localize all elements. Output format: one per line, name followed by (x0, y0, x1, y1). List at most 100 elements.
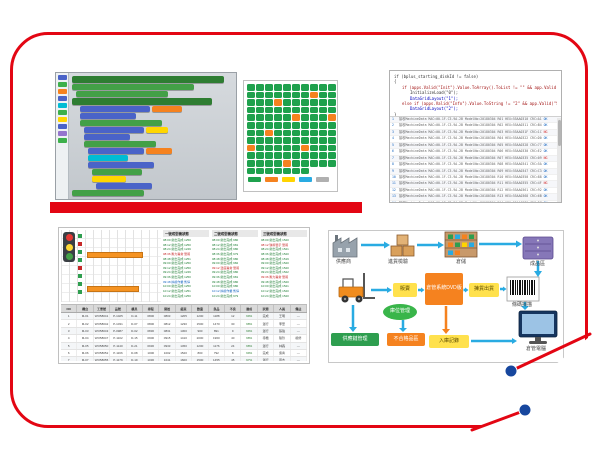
status-cell[interactable] (283, 84, 291, 91)
status-cell[interactable] (265, 152, 273, 159)
scrollbar[interactable] (557, 118, 561, 202)
status-cell[interactable] (319, 114, 327, 121)
log-row[interactable]: 10 接收MachineData MAC=00-1F-C3-9A-2B Mode… (390, 175, 561, 182)
status-cell[interactable] (265, 91, 273, 99)
status-cell[interactable] (256, 99, 264, 106)
status-cell[interactable] (319, 167, 327, 175)
log-row[interactable]: 5 接收MachineData MAC=00-1F-C3-9A-2B Model… (390, 142, 561, 150)
status-cell[interactable] (292, 84, 300, 91)
code-block[interactable] (72, 98, 212, 105)
status-cell[interactable] (274, 152, 282, 159)
toolbox-block[interactable] (57, 110, 67, 115)
code-block[interactable] (80, 106, 150, 112)
table-row[interactable]: 1 M-01 WO58041 P-1025 D-11 0800 0803 (61, 313, 307, 321)
status-cell[interactable] (319, 144, 327, 152)
status-cell[interactable] (274, 84, 282, 91)
column-header[interactable]: 機台 (77, 305, 94, 312)
status-cell[interactable] (265, 106, 273, 114)
status-cell[interactable] (319, 152, 327, 159)
log-row[interactable]: 7 接收MachineData MAC=00-1F-C3-9A-2B Model… (390, 155, 561, 163)
status-cell[interactable] (319, 106, 327, 114)
status-cell[interactable] (256, 137, 264, 144)
log-row[interactable]: 13 接收MachineData MAC=00-1F-C3-9A-2B Mode… (390, 194, 561, 201)
log-row[interactable]: 1 接收MachineData MAC=00-1F-C3-9A-2B Model… (390, 117, 561, 124)
table-row[interactable]: 2 M-02 WO58042 P-1031 D-07 0800 0812 (61, 320, 307, 328)
status-cell[interactable] (265, 129, 273, 137)
log-row[interactable]: 4 接收MachineData MAC=00-1F-C3-9A-2B Model… (390, 136, 561, 143)
status-cell[interactable] (256, 91, 264, 99)
column-header[interactable]: 結束 (176, 305, 193, 312)
status-cell[interactable] (328, 159, 336, 167)
status-cell[interactable] (274, 91, 282, 99)
status-cell[interactable] (247, 84, 255, 91)
status-cell[interactable] (328, 167, 336, 175)
column-header[interactable]: 排程 (143, 305, 160, 312)
column-header[interactable]: NO (61, 305, 78, 312)
status-cell[interactable] (256, 121, 264, 129)
status-cell[interactable] (319, 91, 327, 99)
status-cell[interactable] (328, 129, 336, 137)
log-row[interactable]: 8 接收MachineData MAC=00-1F-C3-9A-2B Model… (390, 162, 561, 169)
code-block[interactable] (88, 148, 144, 154)
toolbox-block[interactable] (57, 131, 67, 136)
status-cell[interactable] (310, 137, 318, 144)
status-cell[interactable] (301, 91, 309, 99)
status-cell[interactable] (328, 152, 336, 159)
code-area[interactable]: if (bplus_starting_diskId != false) { if… (390, 71, 561, 117)
status-cell[interactable] (301, 129, 309, 137)
status-cell[interactable] (301, 159, 309, 167)
flow-node[interactable]: 倉儲 (456, 259, 467, 265)
table-row[interactable]: 5 M-05 WO58050 P-1140 D-21 0930 0933 (61, 342, 307, 350)
code-block[interactable] (72, 190, 144, 196)
status-cell[interactable] (310, 129, 318, 137)
status-cell[interactable] (292, 99, 300, 106)
code-block[interactable] (80, 113, 136, 119)
status-cell[interactable] (292, 114, 300, 121)
status-cell[interactable] (283, 106, 291, 114)
code-block[interactable] (146, 148, 172, 154)
column-header[interactable]: 狀態 (258, 305, 275, 312)
status-cell[interactable] (247, 91, 255, 99)
status-cell[interactable] (283, 129, 291, 137)
log-row[interactable]: 12 接收MachineData MAC=00-1F-C3-9A-2B Mode… (390, 188, 561, 195)
status-cell[interactable] (274, 144, 282, 152)
toolbox-block[interactable] (57, 89, 67, 94)
flow-node[interactable]: 倉管電腦 (526, 346, 547, 352)
status-cell[interactable] (247, 159, 255, 167)
block-canvas[interactable] (56, 73, 236, 199)
code-block[interactable] (72, 76, 224, 83)
status-cell[interactable] (274, 121, 282, 129)
log-row[interactable]: 14 接收MachineData MAC=00-1F-C3-9A-2B Mode… (390, 201, 561, 202)
status-cell[interactable] (283, 91, 291, 99)
status-cell[interactable] (247, 99, 255, 106)
status-cell[interactable] (328, 114, 336, 121)
status-cell[interactable] (247, 152, 255, 159)
code-block[interactable] (84, 134, 130, 140)
status-cell[interactable] (256, 84, 264, 91)
status-cell[interactable] (310, 91, 318, 99)
status-cell[interactable] (310, 84, 318, 91)
status-cell[interactable] (328, 121, 336, 129)
status-cell[interactable] (292, 167, 300, 175)
status-cell[interactable] (292, 129, 300, 137)
code-block[interactable] (76, 91, 168, 97)
code-block[interactable] (88, 155, 128, 161)
toolbox-block[interactable] (57, 96, 67, 101)
table-row[interactable]: 4 M-04 WO58047 P-1102 D-15 0900 0915 (61, 335, 307, 343)
status-cell[interactable] (247, 144, 255, 152)
status-cell[interactable] (265, 159, 273, 167)
scrollbar-thumb[interactable] (557, 120, 561, 146)
status-cell[interactable] (247, 167, 255, 175)
status-cell[interactable] (283, 121, 291, 129)
toolbox-block[interactable] (57, 103, 67, 108)
column-header[interactable]: 工單號 (94, 305, 111, 312)
status-cell[interactable] (283, 152, 291, 159)
flow-node[interactable]: 成品區 (530, 261, 546, 267)
status-cell[interactable] (292, 159, 300, 167)
status-cell[interactable] (265, 137, 273, 144)
status-cell[interactable] (265, 167, 273, 175)
column-header[interactable]: 人員 (274, 305, 291, 312)
column-header[interactable]: 不良 (225, 305, 242, 312)
status-cell[interactable] (310, 106, 318, 114)
status-cell[interactable] (256, 106, 264, 114)
